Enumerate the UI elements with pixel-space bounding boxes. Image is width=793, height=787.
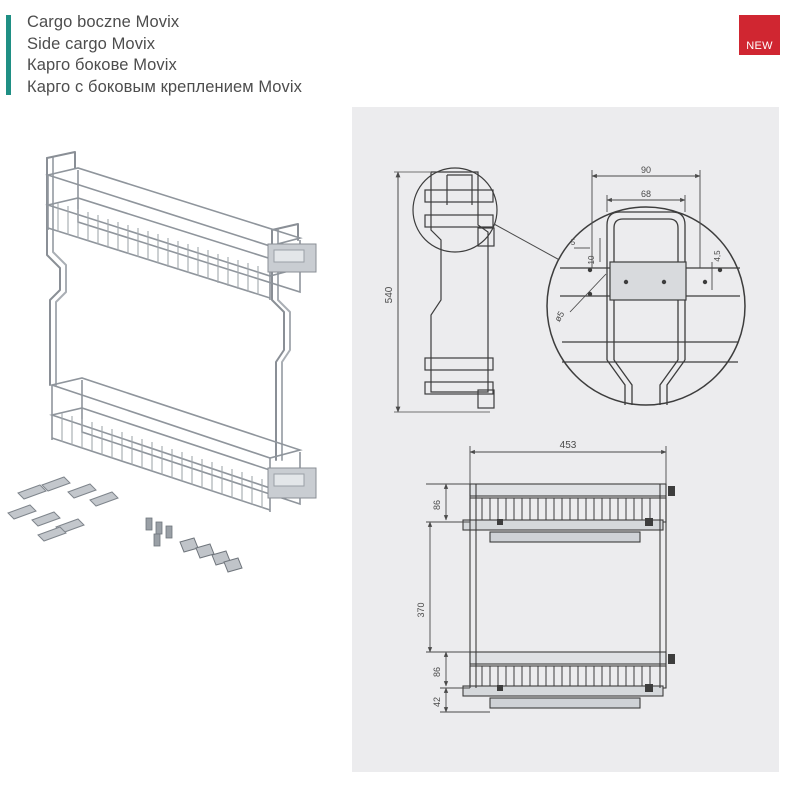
title-ukrainian: Карго бокове Movix xyxy=(27,56,177,74)
dim-detail-hole: 4,5 xyxy=(713,250,722,262)
dim-top-basket: 86 xyxy=(432,500,442,510)
top-mount-plate xyxy=(267,243,317,273)
top-basket xyxy=(44,167,303,300)
dim-height: 540 xyxy=(384,286,395,303)
accent-bar xyxy=(6,15,11,95)
mounting-brackets xyxy=(7,476,119,542)
front-view xyxy=(462,483,667,709)
title-polish: Cargo boczne Movix xyxy=(27,13,180,31)
title-russian: Карго с боковым креплением Movix xyxy=(27,77,303,96)
product-illustration xyxy=(7,151,317,573)
dim-detail-offset: 10 xyxy=(587,255,596,264)
dim-spacing: 370 xyxy=(416,602,426,617)
dim-detail-gap: 5 xyxy=(571,238,576,247)
clips xyxy=(179,537,243,573)
title-block: Cargo boczne Movix Side cargo Movix Карг… xyxy=(27,12,302,98)
dim-bottom-offset: 42 xyxy=(432,697,442,707)
detail-view xyxy=(546,206,746,406)
dim-width: 453 xyxy=(560,440,577,451)
front-view-wires xyxy=(481,498,651,686)
dim-detail-diameter: ø5 xyxy=(552,309,566,323)
front-view-fittings xyxy=(497,486,675,692)
title-english: Side cargo Movix xyxy=(27,34,156,53)
dim-detail-outer: 90 xyxy=(641,165,651,175)
dim-bottom-basket: 86 xyxy=(432,667,442,677)
dim-detail-inner: 68 xyxy=(641,189,651,199)
new-badge: NEW xyxy=(739,15,780,55)
bottom-mount-plate xyxy=(267,467,317,499)
bottom-basket-wires xyxy=(61,413,263,508)
screws xyxy=(145,517,173,547)
technical-drawing: 540 90 68 5 xyxy=(384,165,746,713)
top-basket-wires xyxy=(57,203,259,295)
side-view xyxy=(412,167,498,409)
